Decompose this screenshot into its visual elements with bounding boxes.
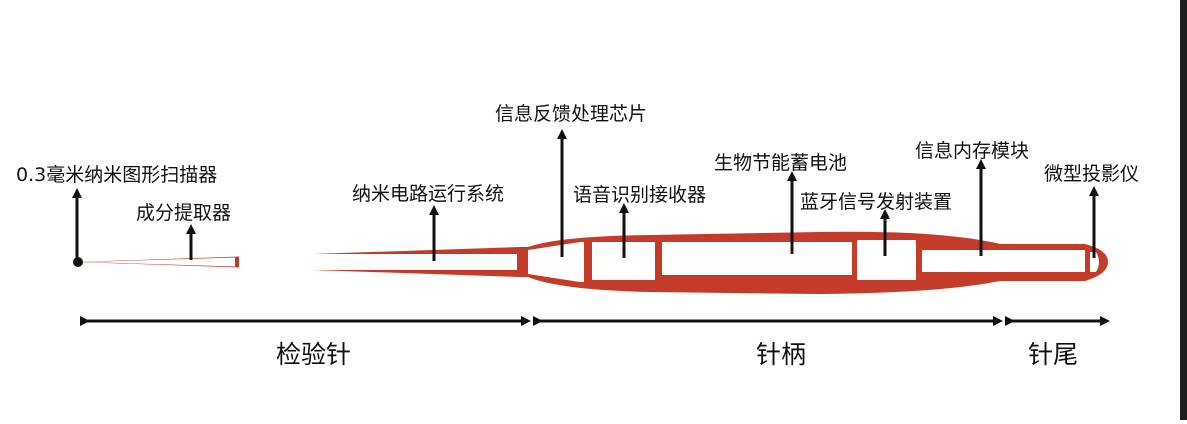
segment-tail: 针尾 <box>1028 340 1079 369</box>
handle-neck-channel <box>528 242 584 282</box>
label-battery: 生物节能蓄电池 <box>714 152 848 174</box>
needle-tip-dot <box>73 257 83 267</box>
label-voice-receiver: 语音识别接收器 <box>573 184 707 206</box>
projector-compartment <box>1090 252 1099 272</box>
nano-circuit-channel <box>239 254 517 270</box>
label-extractor: 成分提取器 <box>136 202 232 224</box>
label-tip-sensor: 0.3毫米纳米图形扫描器 <box>16 164 218 186</box>
label-memory: 信息内存模块 <box>915 140 1030 162</box>
label-bluetooth: 蓝牙信号发射装置 <box>800 191 953 213</box>
battery-compartment <box>662 242 852 275</box>
segment-handle: 针柄 <box>756 340 807 369</box>
window-right-edge <box>1180 0 1187 420</box>
label-projector: 微型投影仪 <box>1044 163 1140 185</box>
memory-compartment <box>922 250 1085 272</box>
label-feedback-chip: 信息反馈处理芯片 <box>495 103 648 125</box>
label-nano-circuit: 纳米电路运行系统 <box>352 183 505 205</box>
segment-test-needle: 检验针 <box>276 340 352 369</box>
needle-tip-channel <box>84 257 235 267</box>
